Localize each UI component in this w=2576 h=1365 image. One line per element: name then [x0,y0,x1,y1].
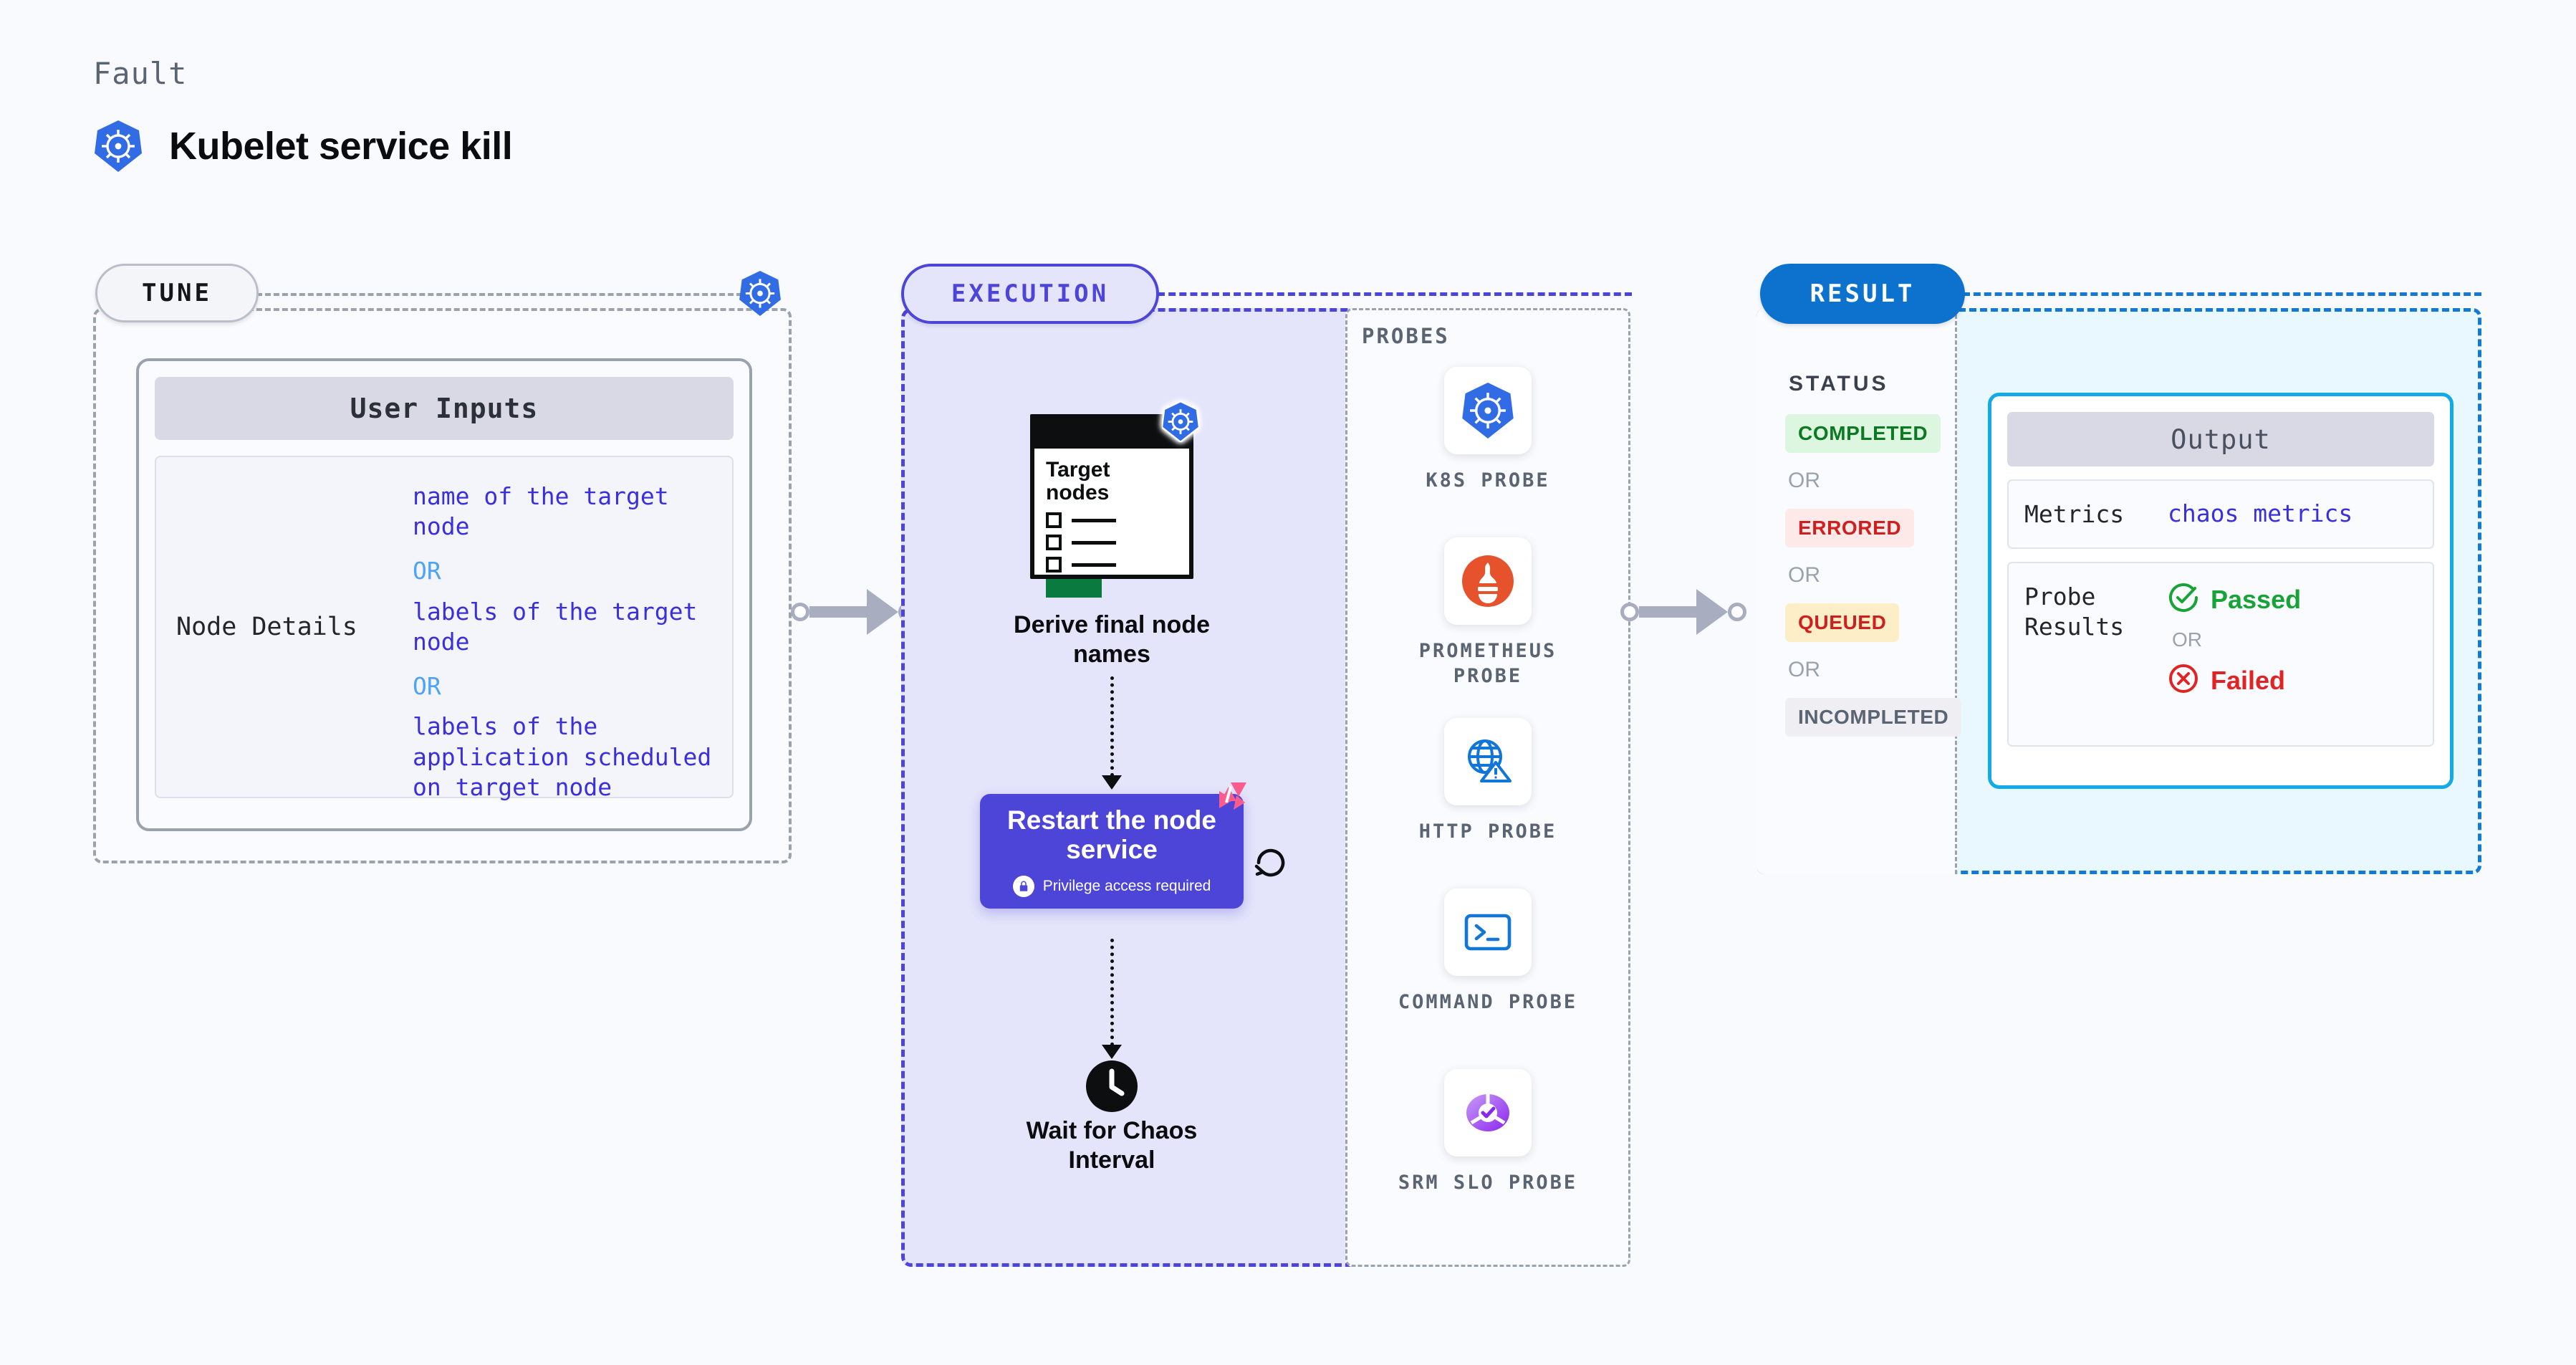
output-title: Output [2007,412,2434,466]
tune-leader-line [256,293,742,296]
privilege-note-text: Privilege access required [1042,878,1211,895]
input-value: labels of the application scheduled on t… [413,712,712,801]
status-heading: STATUS [1789,372,1889,396]
target-nodes-title: Target nodes [1046,458,1110,504]
input-values: name of the target node OR labels of the… [413,482,712,801]
connector-execution-to-result [1620,589,1746,635]
output-card: Output Metrics chaos metrics Probe Resul… [1988,393,2454,789]
placeholder-line [1072,540,1116,545]
result-leader-line [1963,292,2481,296]
fault-title-row: Kubelet service kill [95,120,513,172]
privilege-note: Privilege access required [1012,876,1211,898]
status-badge-errored: ERRORED [1785,509,1915,547]
probe-srm-slo[interactable]: SRM SLO PROBE [1388,1069,1588,1196]
connector-dot [791,603,809,621]
checkbox-icon [1046,557,1062,573]
checklist-item [1046,512,1178,528]
x-circle-icon [2168,663,2199,698]
kubernetes-icon [1444,367,1532,454]
result-status-column [1756,308,1957,874]
flow-arrow-head [1102,1045,1122,1059]
flow-arrow-head [1102,775,1122,790]
connector-dot [1728,603,1746,621]
placeholder-line [1072,518,1116,522]
check-circle-icon [2168,582,2199,617]
lock-icon [1012,876,1034,898]
probe-k8s[interactable]: K8S PROBE [1388,367,1588,494]
or-separator: OR [413,557,441,585]
probe-label: K8S PROBE [1426,469,1550,492]
probe-label: HTTP PROBE [1418,820,1557,843]
probe-result-failed: Failed [2168,663,2301,698]
input-key-node-details: Node Details [176,613,357,641]
probe-result-failed-label: Failed [2211,665,2286,695]
or-separator: OR [1788,469,1820,492]
probe-prometheus[interactable]: PROMETHEUS PROBE [1388,537,1588,689]
output-key-probe-results: Probe Results [2024,583,2125,641]
or-separator: OR [413,672,441,701]
refresh-loop-icon [1252,844,1289,885]
kubernetes-icon [739,271,781,320]
input-value: labels of the target node [413,597,698,656]
terminal-icon [1444,889,1532,976]
litmus-chaos-icon [1209,781,1249,822]
or-separator: OR [2172,628,2202,651]
step-title: Restart the node service [1007,805,1216,864]
page-title: Kubelet service kill [169,125,513,168]
status-badge-completed: COMPLETED [1785,414,1941,453]
connector-bar [809,606,867,618]
connector-arrowhead [867,589,898,635]
output-key-metrics: Metrics [2024,500,2125,528]
flow-arrow-shaft [1110,676,1114,777]
probe-http[interactable]: HTTP PROBE [1388,718,1588,845]
status-badge-incompleted: INCOMPLETED [1785,698,1962,737]
probes-title: PROBES [1362,324,1450,348]
probe-label: SRM SLO PROBE [1398,1172,1578,1194]
user-inputs-title: User Inputs [155,377,734,440]
checklist [1046,512,1178,573]
output-row-metrics: Metrics chaos metrics [2007,479,2434,550]
probe-label: PROMETHEUS PROBE [1418,640,1557,687]
stage-chip-tune[interactable]: TUNE [95,264,259,322]
checklist-item [1046,535,1178,550]
or-separator: OR [1788,658,1820,681]
input-value: name of the target node [413,482,669,541]
step-restart-node-service[interactable]: Restart the node service Privilege acces… [980,794,1244,909]
step-label-wait: Wait for Chaos Interval [1026,1117,1198,1174]
http-globe-warning-icon [1444,718,1532,805]
step-label-derive: Derive final node names [1014,611,1210,669]
checkbox-icon [1046,535,1062,550]
probe-result-passed-label: Passed [2211,584,2302,614]
connector-dot [1620,603,1639,621]
connector-arrowhead [1696,589,1728,635]
flow-arrow-shaft [1110,939,1114,1046]
user-inputs-body: Node Details name of the target node OR … [155,456,734,801]
prometheus-icon [1444,537,1532,625]
status-list: COMPLETED OR ERRORED OR QUEUED OR INCOMP… [1785,414,1964,737]
probe-result-passed: Passed [2168,582,2301,617]
or-separator: OR [1788,563,1820,587]
status-badge-queued: QUEUED [1785,603,1900,642]
kubernetes-icon [1160,400,1201,446]
fault-kicker: Fault [93,56,188,91]
srm-slo-donut-check-icon [1444,1069,1532,1156]
checkbox-icon [1046,512,1062,528]
output-row-probe-results: Probe Results Passed OR [2007,562,2434,747]
stage-chip-execution[interactable]: EXECUTION [901,264,1159,324]
connector-bar [1639,606,1696,618]
execution-leader-line [1158,292,1632,296]
checklist-item [1046,557,1178,573]
user-inputs-card: User Inputs Node Details name of the tar… [136,358,752,831]
output-value-metrics: chaos metrics [2168,499,2353,527]
probe-label: COMMAND PROBE [1398,991,1578,1013]
connector-tune-to-execution [791,589,917,635]
probe-result-values: Passed OR Failed [2168,582,2301,698]
target-nodes-card: Target nodes [1030,414,1193,598]
clock-icon [1085,1059,1139,1117]
kubernetes-icon [95,120,142,172]
stage-chip-result[interactable]: RESULT [1760,264,1965,324]
status-bar [1046,579,1102,598]
probe-command[interactable]: COMMAND PROBE [1388,889,1588,1015]
placeholder-line [1072,562,1116,567]
